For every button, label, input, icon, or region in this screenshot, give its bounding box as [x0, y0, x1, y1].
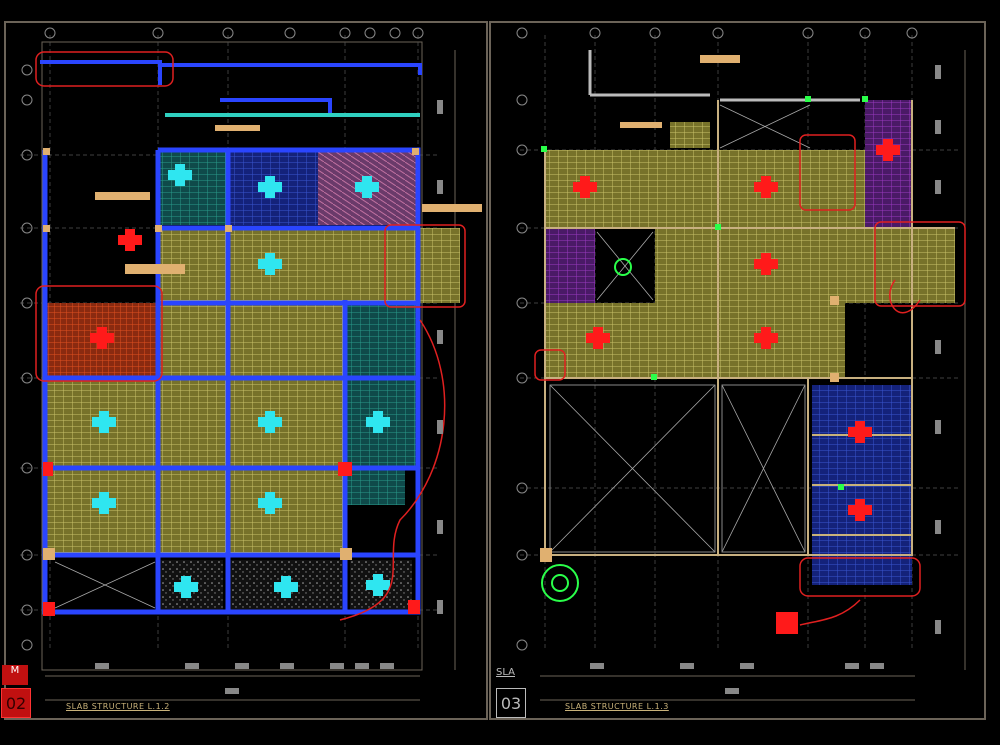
right-plan-beams — [544, 50, 955, 556]
sheet-number-right: 03 — [496, 688, 526, 718]
right-plan-green-nodes — [541, 96, 868, 490]
dimension-marks — [95, 65, 941, 694]
grid-bubbles — [21, 27, 918, 651]
right-plan-slab-markers — [573, 139, 900, 634]
sheet-frame-right — [489, 21, 986, 720]
sheet-frame-left — [4, 21, 488, 720]
left-plan-revision-clouds — [35, 51, 466, 621]
section-symbol-icon — [541, 258, 632, 602]
left-plan-red-columns — [43, 462, 420, 616]
right-plan-revision-clouds — [534, 134, 966, 626]
sheet-title-right: SLAB STRUCTURE L.1.3 — [565, 702, 669, 711]
left-plan-columns — [43, 125, 482, 560]
right-plan-columns — [540, 55, 839, 562]
right-plan-slabs[interactable] — [545, 100, 955, 585]
left-plan-slabs[interactable] — [45, 150, 460, 610]
sheet-tag-right: SLA — [496, 667, 515, 678]
sheet-title-left: SLAB STRUCTURE L.1.2 — [66, 702, 170, 711]
sheet-tag-left: M — [2, 665, 28, 685]
sheet-number-left: 02 — [1, 688, 31, 718]
